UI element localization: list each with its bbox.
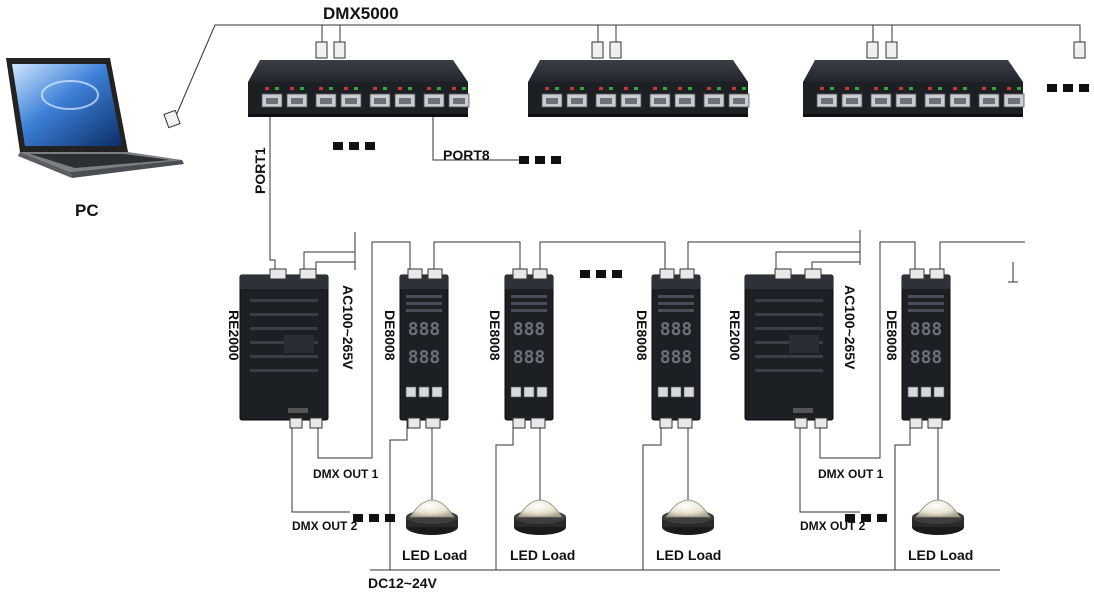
digit-display: 888 bbox=[910, 347, 943, 368]
de8008-label-2: DE8008 bbox=[487, 310, 503, 361]
dmx5000-hub-3 bbox=[803, 60, 1025, 117]
led-lamp-icon bbox=[912, 499, 964, 535]
dmx-out1-label-2: DMX OUT 1 bbox=[818, 467, 884, 481]
laptop-icon bbox=[6, 58, 184, 178]
digit-display: 888 bbox=[660, 347, 693, 368]
port1-label: PORT1 bbox=[252, 147, 268, 194]
dmx5000-hub-1 bbox=[248, 60, 470, 117]
digit-display: 888 bbox=[513, 319, 546, 340]
ac-voltage-label-2: AC100~265V bbox=[842, 285, 858, 370]
digit-display: 888 bbox=[513, 347, 546, 368]
dc-voltage-label: DC12~24V bbox=[368, 575, 438, 591]
led-load-label-4: LED Load bbox=[908, 547, 973, 563]
port8-label: PORT8 bbox=[443, 147, 490, 163]
re2000-unit-5 bbox=[744, 268, 834, 429]
dmx-out2-label-1: DMX OUT 2 bbox=[292, 519, 358, 533]
bus-plugs bbox=[315, 41, 1086, 59]
dmx5000-hub-2 bbox=[528, 60, 750, 117]
de8008-label-3: DE8008 bbox=[634, 310, 650, 361]
led-lamp-icon bbox=[662, 499, 714, 535]
dmx5000-label: DMX5000 bbox=[323, 4, 399, 23]
ac-voltage-label-1: AC100~265V bbox=[340, 285, 356, 370]
led-loads bbox=[406, 499, 964, 535]
led-load-label-2: LED Load bbox=[510, 547, 575, 563]
re2000-unit-1 bbox=[239, 268, 329, 429]
led-lamp-icon bbox=[514, 499, 566, 535]
digit-display: 888 bbox=[408, 319, 441, 340]
digit-display: 888 bbox=[408, 347, 441, 368]
de8008-label-4: DE8008 bbox=[884, 310, 900, 361]
de8008-label-1: DE8008 bbox=[382, 310, 398, 361]
pc-label: PC bbox=[75, 201, 99, 220]
digit-display: 888 bbox=[910, 319, 943, 340]
re2000-label-2: RE2000 bbox=[727, 310, 743, 361]
dmx5000-hubs bbox=[248, 60, 1025, 117]
dmx-out1-label-1: DMX OUT 1 bbox=[313, 467, 379, 481]
re2000-label-1: RE2000 bbox=[226, 310, 242, 361]
digit-display: 888 bbox=[660, 319, 693, 340]
ellipsis-icon bbox=[333, 84, 1089, 522]
led-load-label-3: LED Load bbox=[656, 547, 721, 563]
led-load-label-1: LED Load bbox=[402, 547, 467, 563]
led-lamp-icon bbox=[406, 499, 458, 535]
dmx-out2-label-2: DMX OUT 2 bbox=[800, 519, 866, 533]
